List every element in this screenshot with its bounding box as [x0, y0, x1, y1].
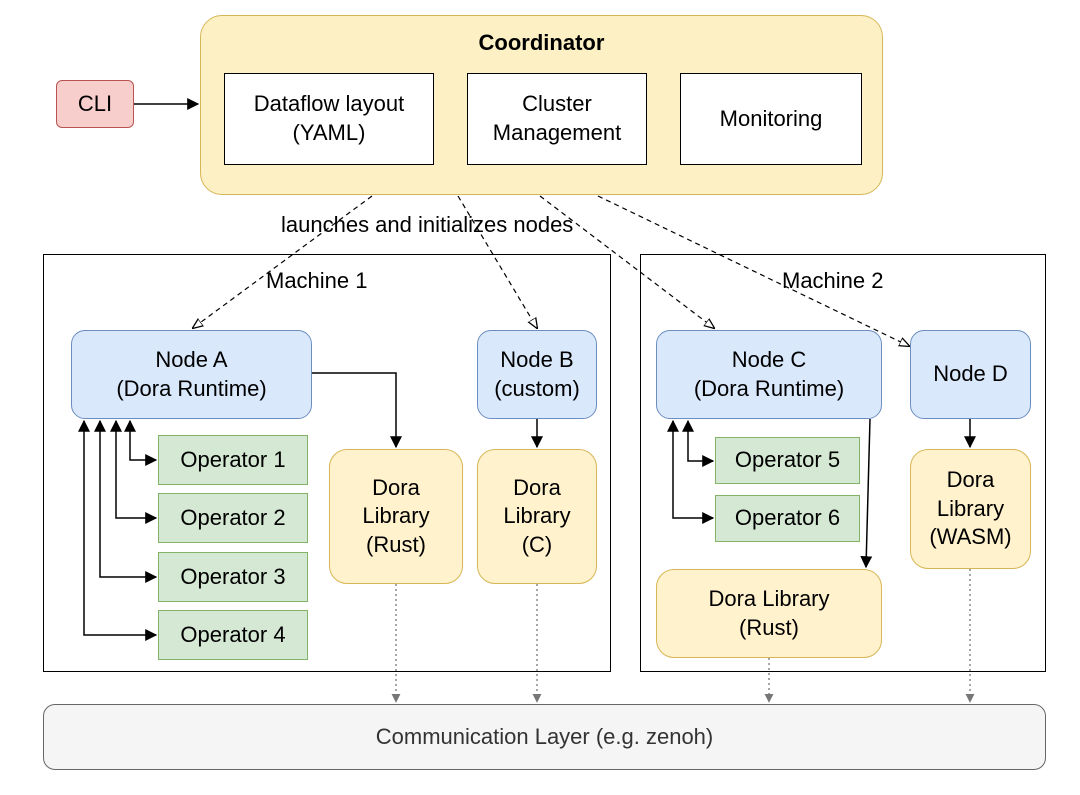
node-a-operator-4-link	[78, 419, 158, 641]
cli-box[interactable]: CLI	[56, 80, 134, 128]
coordinator-title: Coordinator	[478, 30, 605, 55]
node-a-box[interactable]: Node A (Dora Runtime)	[71, 330, 312, 419]
node-a-to-lib-arrow	[312, 372, 402, 449]
node-d-box[interactable]: Node D	[910, 330, 1031, 419]
launch-arrow-node-c	[539, 195, 714, 328]
launch-arrow-node-b	[457, 195, 537, 328]
machine-1-label: Machine 1	[266, 268, 368, 293]
communication-layer-box[interactable]: Communication Layer (e.g. zenoh)	[43, 704, 1046, 770]
node-c-operator-6-link	[667, 419, 715, 524]
dora-library-rust-1-box[interactable]: Dora Library (Rust)	[329, 449, 463, 584]
node-b-box[interactable]: Node B (custom)	[477, 330, 597, 419]
launch-arrow-node-a	[193, 195, 373, 328]
node-a-operator-1-link	[124, 419, 158, 466]
node-a-operator-3-link	[94, 419, 158, 583]
operator-2-box[interactable]: Operator 2	[158, 493, 308, 543]
dora-library-wasm-box[interactable]: Dora Library (WASM)	[910, 449, 1031, 569]
machine-2-container	[640, 254, 1046, 672]
monitoring-box[interactable]: Monitoring	[680, 73, 862, 165]
dora-library-rust-2-box[interactable]: Dora Library (Rust)	[656, 569, 882, 658]
operator-1-box[interactable]: Operator 1	[158, 435, 308, 485]
node-c-box[interactable]: Node C (Dora Runtime)	[656, 330, 882, 419]
operator-4-box[interactable]: Operator 4	[158, 610, 308, 660]
dora-library-c-box[interactable]: Dora Library (C)	[477, 449, 597, 584]
dataflow-layout-box[interactable]: Dataflow layout (YAML)	[224, 73, 434, 165]
machine-2-label: Machine 2	[782, 268, 884, 293]
launch-arrow-node-d	[597, 195, 909, 346]
launch-label: launches and initializes nodes	[281, 212, 574, 237]
node-a-operator-2-link	[110, 419, 158, 524]
cluster-management-box[interactable]: Cluster Management	[467, 73, 647, 165]
node-c-to-lib-arrow	[860, 418, 873, 569]
node-c-operator-5-link	[682, 419, 715, 467]
operator-3-box[interactable]: Operator 3	[158, 552, 308, 602]
operator-6-box[interactable]: Operator 6	[715, 495, 860, 542]
machine-1-container	[43, 254, 611, 672]
operator-5-box[interactable]: Operator 5	[715, 437, 860, 484]
